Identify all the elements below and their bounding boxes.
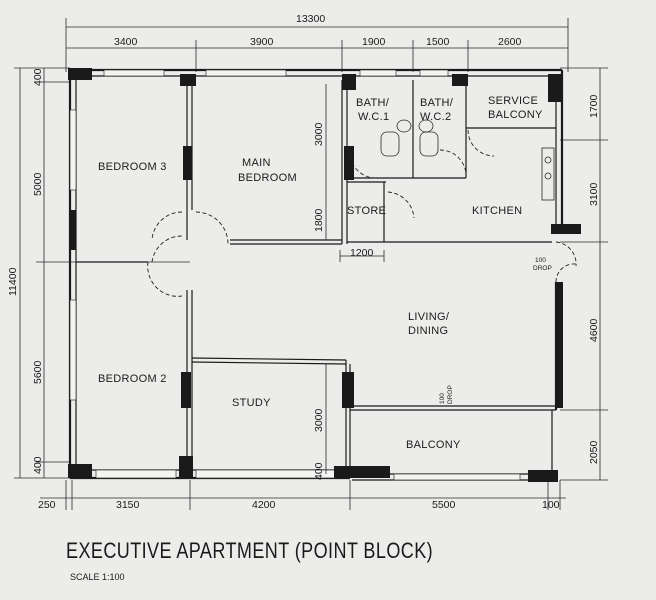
room-label-living-1: LIVING/ bbox=[408, 311, 450, 323]
left-dimensions: 11400 400 5000 5600 400 bbox=[7, 67, 190, 479]
interior-walls bbox=[76, 80, 556, 478]
dim-bottom-4: 100 bbox=[542, 499, 560, 511]
drop-label-1: 100 bbox=[535, 257, 546, 264]
top-dimensions: 13300 3400 3900 1900 1500 2600 bbox=[65, 13, 569, 72]
dim-top-1: 3400 bbox=[114, 36, 138, 48]
door-main-entry-2 bbox=[555, 263, 577, 283]
room-label-bath2-2: W.C.2 bbox=[420, 111, 451, 123]
room-labels: BEDROOM 3 MAIN BEDROOM BATH/ W.C.1 BATH/… bbox=[98, 95, 552, 451]
toilet-icon bbox=[419, 131, 439, 157]
bath-fixtures bbox=[380, 119, 555, 201]
plan-title: EXECUTIVE APARTMENT (POINT BLOCK) bbox=[66, 538, 434, 563]
room-label-bedroom2: BEDROOM 2 bbox=[98, 373, 167, 385]
room-label-bedroom3: BEDROOM 3 bbox=[98, 161, 167, 173]
dim-top-total: 13300 bbox=[296, 13, 325, 25]
dim-left-1: 400 bbox=[32, 68, 44, 86]
doors bbox=[147, 129, 577, 297]
room-label-bath2-1: BATH/ bbox=[420, 97, 454, 109]
door-main-bedroom bbox=[195, 211, 229, 245]
dim-study-gap: 400 bbox=[313, 462, 325, 480]
dim-bottom-3: 5500 bbox=[432, 499, 456, 511]
basin-icon bbox=[396, 119, 412, 133]
dim-bottom-0: 250 bbox=[38, 499, 56, 511]
room-label-balcony: BALCONY bbox=[406, 439, 461, 451]
dim-left-3: 5600 bbox=[32, 360, 44, 384]
door-bath1 bbox=[349, 149, 377, 179]
dim-left-4: 400 bbox=[32, 456, 44, 474]
dim-store-width: 1200 bbox=[350, 247, 374, 259]
dim-top-4: 1500 bbox=[426, 36, 450, 48]
room-label-kitchen: KITCHEN bbox=[472, 205, 522, 217]
door-bedroom2 bbox=[147, 261, 183, 297]
door-bath2 bbox=[439, 149, 467, 179]
bottom-dimensions: 250 3150 4200 5500 100 bbox=[38, 480, 566, 511]
dim-left-total: 11400 bbox=[7, 267, 19, 296]
dim-bottom-1: 3150 bbox=[116, 499, 140, 511]
dim-left-2: 5000 bbox=[32, 172, 44, 196]
toilet-icon bbox=[380, 131, 400, 157]
door-service bbox=[467, 129, 495, 157]
dim-top-3: 1900 bbox=[362, 36, 386, 48]
plan-scale: SCALE 1:100 bbox=[70, 572, 125, 582]
dim-bottom-2: 4200 bbox=[252, 499, 276, 511]
stove-icon bbox=[544, 156, 552, 164]
door-main-entry bbox=[555, 241, 577, 267]
inner-dimensions: 3000 1800 1200 3000 400 bbox=[313, 84, 385, 480]
door-bedroom3 bbox=[151, 211, 183, 241]
dim-right-2: 3100 bbox=[588, 182, 600, 206]
room-label-service-1: SERVICE bbox=[488, 95, 538, 107]
drop-label-2: DROP bbox=[533, 265, 552, 272]
stove-icon bbox=[544, 172, 552, 180]
door-bedroom2-upper bbox=[151, 235, 183, 263]
room-label-living-2: DINING bbox=[408, 325, 448, 337]
kitchen-counter bbox=[541, 147, 555, 201]
room-label-main-2: BEDROOM bbox=[238, 172, 297, 184]
room-label-study: STUDY bbox=[232, 397, 271, 409]
room-label-store: STORE bbox=[347, 205, 386, 217]
dim-store-height: 1800 bbox=[313, 208, 325, 232]
dim-study-height: 3000 bbox=[313, 408, 325, 432]
dim-right-3: 4600 bbox=[588, 318, 600, 342]
dim-right-1: 1700 bbox=[588, 94, 600, 118]
outer-walls bbox=[68, 68, 564, 481]
room-label-bath1-1: BATH/ bbox=[356, 97, 390, 109]
balcony-drop-label: 100 bbox=[439, 393, 446, 404]
dim-bath-height: 3000 bbox=[313, 122, 325, 146]
room-label-service-2: BALCONY bbox=[488, 109, 543, 121]
right-dimensions: 1700 3100 4600 2050 bbox=[560, 67, 608, 481]
room-label-bath1-2: W.C.1 bbox=[358, 111, 389, 123]
room-label-main-1: MAIN bbox=[242, 157, 271, 169]
balcony-drop-label-2: DROP bbox=[447, 385, 454, 404]
door-store bbox=[387, 191, 415, 219]
dim-top-5: 2600 bbox=[498, 36, 522, 48]
dim-right-4: 2050 bbox=[588, 440, 600, 464]
basin-icon bbox=[418, 119, 434, 133]
dim-top-2: 3900 bbox=[250, 36, 274, 48]
